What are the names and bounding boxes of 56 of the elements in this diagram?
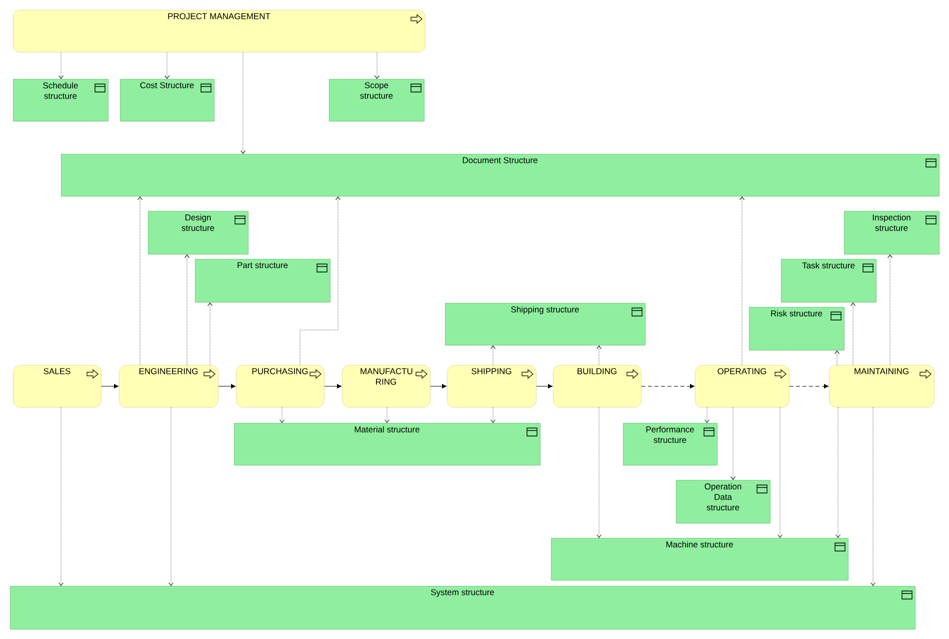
structure-box: Cost Structure xyxy=(120,79,214,122)
arrow xyxy=(218,384,236,388)
process-box: PROJECT MANAGEMENT xyxy=(13,10,426,52)
arrow xyxy=(596,407,602,538)
arrow xyxy=(641,384,694,388)
process-box: PURCHASING xyxy=(236,365,324,408)
arrow xyxy=(184,254,190,366)
structure-box: Material structure xyxy=(234,423,540,466)
process-box: MAINTAINING xyxy=(829,365,934,408)
arrow xyxy=(536,384,552,388)
arrow xyxy=(834,350,840,366)
arrow xyxy=(596,346,602,366)
arrow xyxy=(490,346,496,366)
arrow xyxy=(888,254,893,366)
structure-box: Schedule structure xyxy=(13,79,108,122)
arrow xyxy=(164,52,170,79)
process-box: ENGINEERING xyxy=(119,365,218,408)
arrow xyxy=(374,52,380,79)
structure-box: Performance structure xyxy=(623,423,718,466)
process-box: MANUFACTU RING xyxy=(342,365,430,408)
arrow xyxy=(384,407,390,423)
arrow xyxy=(280,407,284,423)
structure-box: Inspection structure xyxy=(844,211,940,254)
structure-box: Machine structure xyxy=(551,538,848,580)
arrow xyxy=(789,384,828,388)
structure-box: Design structure xyxy=(148,211,248,254)
arrow xyxy=(490,407,496,423)
arrow xyxy=(324,384,342,388)
structure-box: Operation Data structure xyxy=(676,480,770,524)
structure-box: Risk structure xyxy=(749,307,844,350)
process-box: SALES xyxy=(13,365,102,408)
arrow xyxy=(836,407,841,538)
arrow xyxy=(430,384,446,388)
arrow xyxy=(850,302,856,366)
structure-box: Shipping structure xyxy=(445,303,646,346)
process-box: OPERATING xyxy=(695,365,790,408)
structure-box: Scope structure xyxy=(329,79,424,122)
arrow xyxy=(870,407,876,586)
structure-box: Task structure xyxy=(781,259,876,302)
arrow xyxy=(101,384,118,388)
arrow xyxy=(300,196,340,366)
process-box: BUILDING xyxy=(553,365,642,408)
arrow xyxy=(58,407,64,586)
process-box: SHIPPING xyxy=(447,365,536,408)
arrow xyxy=(138,196,142,366)
arrow xyxy=(208,302,212,366)
arrow xyxy=(704,407,710,423)
arrow xyxy=(58,52,64,79)
arrow xyxy=(240,52,246,154)
structure-box: Document Structure xyxy=(61,154,940,196)
arrow xyxy=(778,407,782,538)
arrow xyxy=(168,407,174,586)
structure-box: Part structure xyxy=(195,259,330,302)
structure-box: System structure xyxy=(10,586,916,630)
arrow xyxy=(740,196,745,366)
arrow xyxy=(730,407,736,480)
